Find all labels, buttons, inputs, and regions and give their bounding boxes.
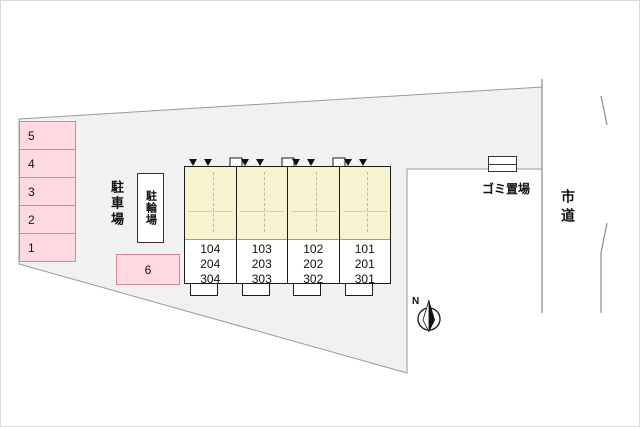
city-road-label: 市道 [560,189,576,227]
garbage-station-icon-line [489,164,516,165]
room-number: 103 [251,242,272,256]
marker-triangle-icon [256,159,264,166]
floorplan-line [315,172,317,232]
room-number: 101 [354,242,375,256]
floorplan-line [342,211,387,212]
room-number: 102 [303,242,324,256]
room-number: 302 [303,272,324,286]
floorplan-line [188,211,233,212]
building-unit-1: 101 201 301 [339,167,390,286]
garbage-station-icon [488,156,517,172]
room-number: 201 [354,257,375,271]
unit-floorplan-area [185,167,236,240]
room-number: 104 [200,242,221,256]
room-number: 301 [354,272,375,286]
garbage-station-label: ゴミ置場 [481,182,530,196]
floorplan-line [291,211,336,212]
building-unit-2: 102 202 302 [288,167,340,286]
floorplan-line [264,172,266,232]
room-number: 303 [251,272,272,286]
parking-stall: 1 [19,233,76,262]
marker-triangle-icon [359,159,367,166]
room-number: 304 [200,272,221,286]
unit-room-numbers: 104 204 304 [185,242,236,287]
parking-stall-6: 6 [116,254,180,285]
building-unit-3: 103 203 303 [236,167,288,286]
marker-triangle-icon [189,159,197,166]
marker-triangle-icon [204,159,212,166]
marker-triangle-icon [307,159,315,166]
parking-stall: 5 [19,121,76,150]
unit-porch [242,283,270,296]
bicycle-parking-box: 駐輪場 [137,173,164,243]
marker-triangle-icon [241,159,249,166]
unit-porch [345,283,373,296]
unit-room-numbers: 103 203 303 [237,242,288,287]
compass-needle-black [429,300,435,332]
floorplan-line [239,211,284,212]
unit-room-numbers: 101 201 301 [340,242,391,287]
unit-floorplan-area [339,167,390,240]
compass-icon: N [412,296,441,333]
floorplan-line [367,172,369,232]
unit-floorplan-area [236,167,287,240]
building-unit-4: 104 204 304 [185,167,237,286]
marker-triangle-icon [344,159,352,166]
unit-room-numbers: 102 202 302 [288,242,339,287]
parking-stall: 3 [19,177,76,206]
unit-floorplan-area [288,167,339,240]
apartment-building: 104 204 304 103 203 303 102 202 [184,166,391,286]
floorplan-line [212,172,214,232]
compass-north-label: N [412,296,419,307]
room-number: 202 [303,257,324,271]
parking-area-label: 駐車場 [109,180,124,228]
road-edge-right-top [600,95,608,126]
parking-stall: 4 [19,149,76,178]
marker-triangle-icon [292,159,300,166]
parking-stall: 2 [19,205,76,234]
room-number: 204 [200,257,221,271]
road-edge-right-bottom [600,222,608,313]
unit-porch [293,283,321,296]
room-number: 203 [251,257,272,271]
bicycle-parking-label: 駐輪場 [144,190,157,226]
unit-porch [190,283,218,296]
